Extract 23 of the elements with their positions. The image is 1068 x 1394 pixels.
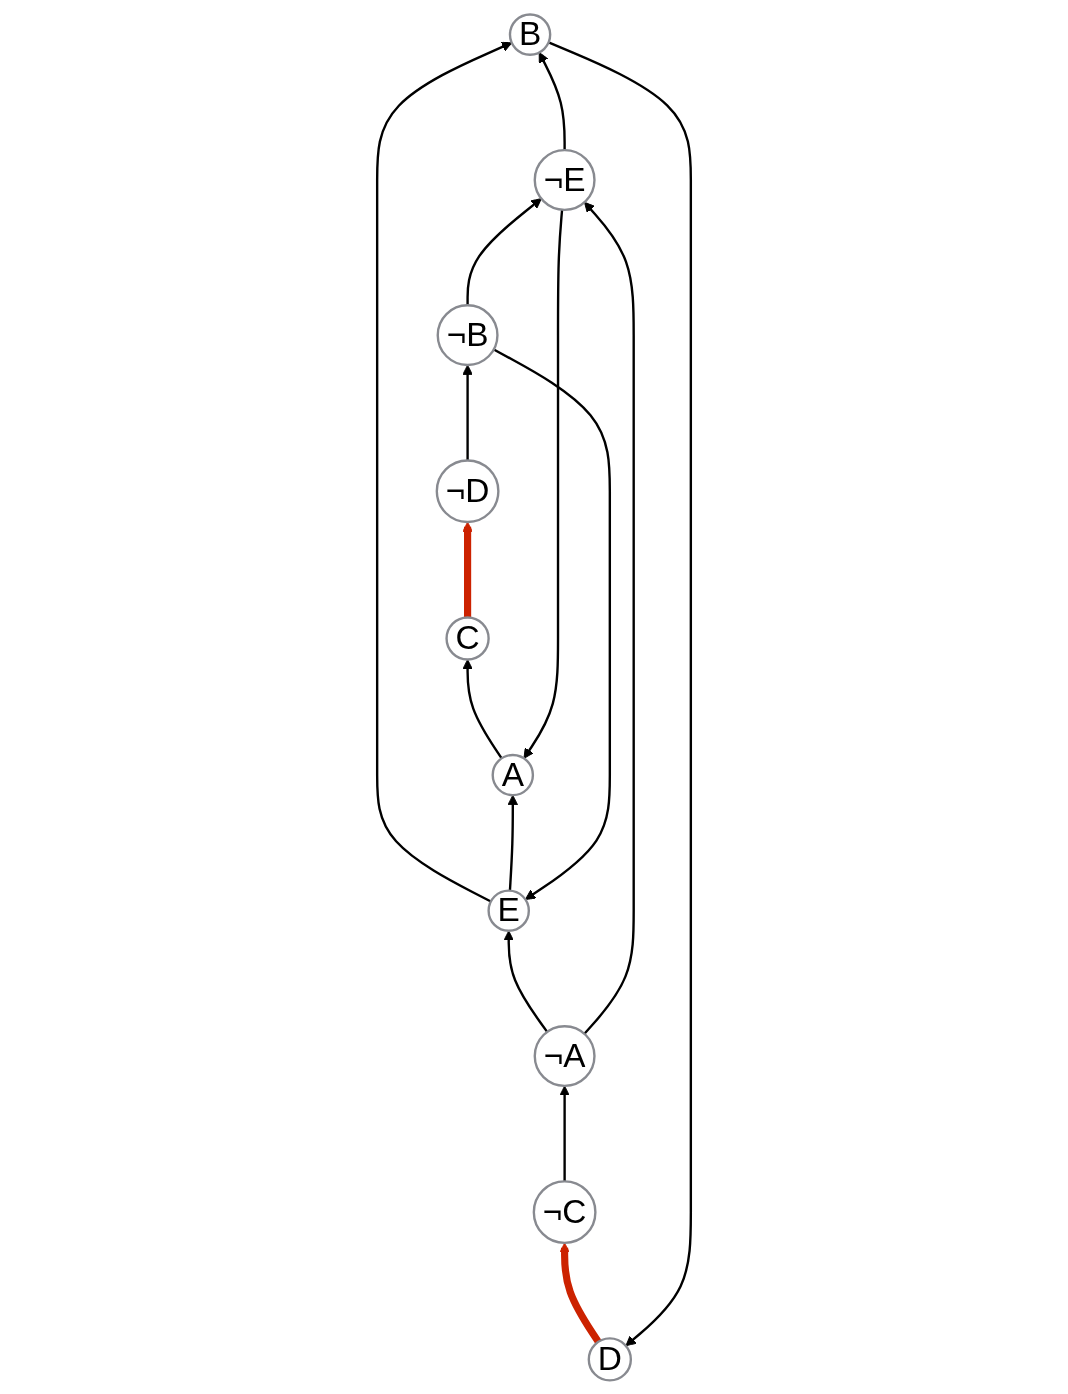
node-circle: ¬E xyxy=(533,148,596,212)
arrow xyxy=(462,364,473,461)
arrow xyxy=(548,41,693,1347)
node-circle: A xyxy=(491,753,535,797)
arrow xyxy=(375,41,513,903)
arrow xyxy=(466,198,542,306)
arrow xyxy=(503,930,549,1033)
arrow xyxy=(507,794,519,891)
arrow xyxy=(538,52,566,151)
node-circle: ¬C xyxy=(532,1180,597,1245)
arrow xyxy=(462,521,473,618)
node-circle: B xyxy=(508,13,552,56)
node-circle: D xyxy=(587,1337,633,1382)
node-circle: C xyxy=(445,616,490,661)
node-circle: ¬A xyxy=(533,1025,596,1088)
arrow xyxy=(559,1085,570,1182)
arrow xyxy=(462,659,503,759)
arrow xyxy=(583,201,635,1035)
node-circle: ¬D xyxy=(435,459,500,524)
node-circle: E xyxy=(487,889,530,932)
arrow xyxy=(559,1242,602,1344)
arrow xyxy=(523,209,564,759)
node-circle: ¬B xyxy=(436,304,499,367)
